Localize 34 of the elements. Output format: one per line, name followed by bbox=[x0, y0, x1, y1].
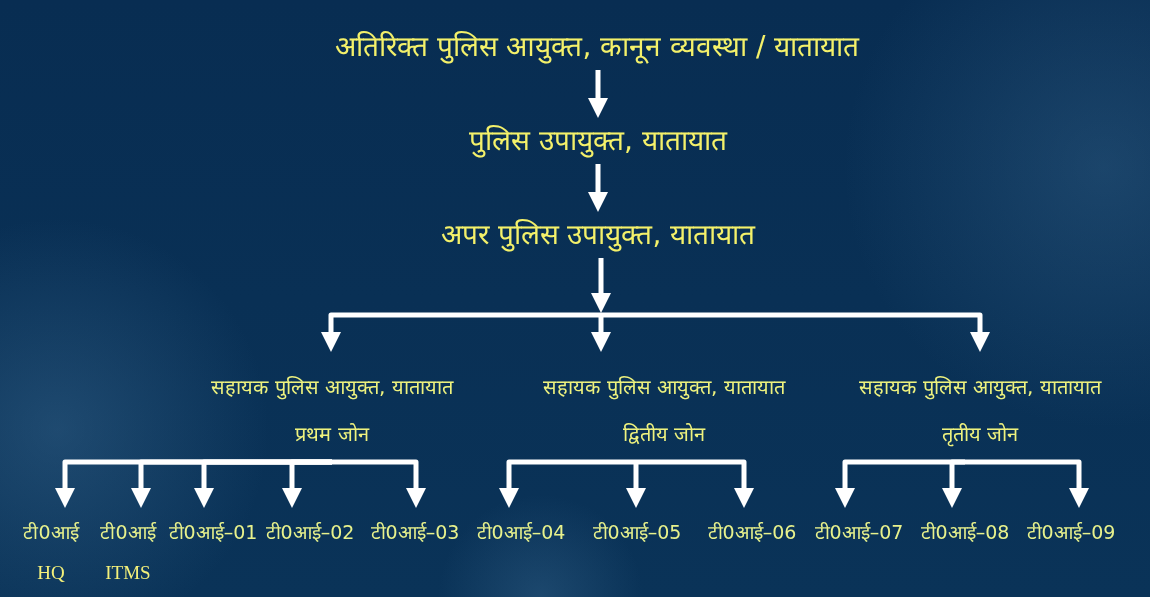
unit-label: टी0आई–07 bbox=[814, 520, 904, 545]
arrow bbox=[282, 459, 332, 508]
position-title: अतिरिक्त पुलिस आयुक्त, कानून व्यवस्था / यातायात bbox=[334, 29, 860, 66]
unit-code: HQ bbox=[37, 561, 65, 585]
arrow bbox=[942, 459, 965, 508]
unit-label: टी0आई–02 bbox=[265, 520, 355, 545]
position-title: पुलिस उपायुक्त, यातायात bbox=[469, 123, 727, 160]
arrow bbox=[965, 459, 1089, 508]
arrow bbox=[626, 462, 646, 508]
unit-label: टी0आई bbox=[100, 520, 156, 545]
arrow bbox=[499, 459, 636, 508]
arrow bbox=[591, 258, 611, 313]
arrow bbox=[636, 459, 754, 508]
unit-label: टी0आई–05 bbox=[592, 520, 682, 545]
zone-label: द्वितीय जोन bbox=[622, 421, 706, 448]
unit-label: टी0आई–01 bbox=[168, 520, 258, 545]
unit-label: टी0आई–08 bbox=[920, 520, 1010, 545]
arrow bbox=[588, 164, 608, 212]
unit-label: टी0आई–06 bbox=[707, 520, 797, 545]
unit-label: टी0आई–09 bbox=[1026, 520, 1116, 545]
arrow bbox=[321, 312, 601, 352]
position-label: सहायक पुलिस आयुक्त, यातायात bbox=[211, 374, 453, 402]
unit-label: टी0आई–04 bbox=[476, 520, 566, 545]
unit-code: ITMS bbox=[105, 561, 151, 585]
position-label: सहायक पुलिस आयुक्त, यातायात bbox=[859, 374, 1101, 402]
arrow bbox=[588, 70, 608, 118]
unit-label: टी0आई bbox=[23, 520, 79, 545]
arrow bbox=[332, 459, 426, 508]
zone-label: तृतीय जोन bbox=[941, 421, 1019, 449]
zone-label: प्रथम जोन bbox=[295, 421, 369, 448]
position-title: अपर पुलिस उपायुक्त, यातायात bbox=[440, 217, 756, 254]
arrow bbox=[601, 312, 990, 352]
unit-label: टी0आई–03 bbox=[370, 520, 460, 545]
position-label: सहायक पुलिस आयुक्त, यातायात bbox=[543, 374, 785, 402]
